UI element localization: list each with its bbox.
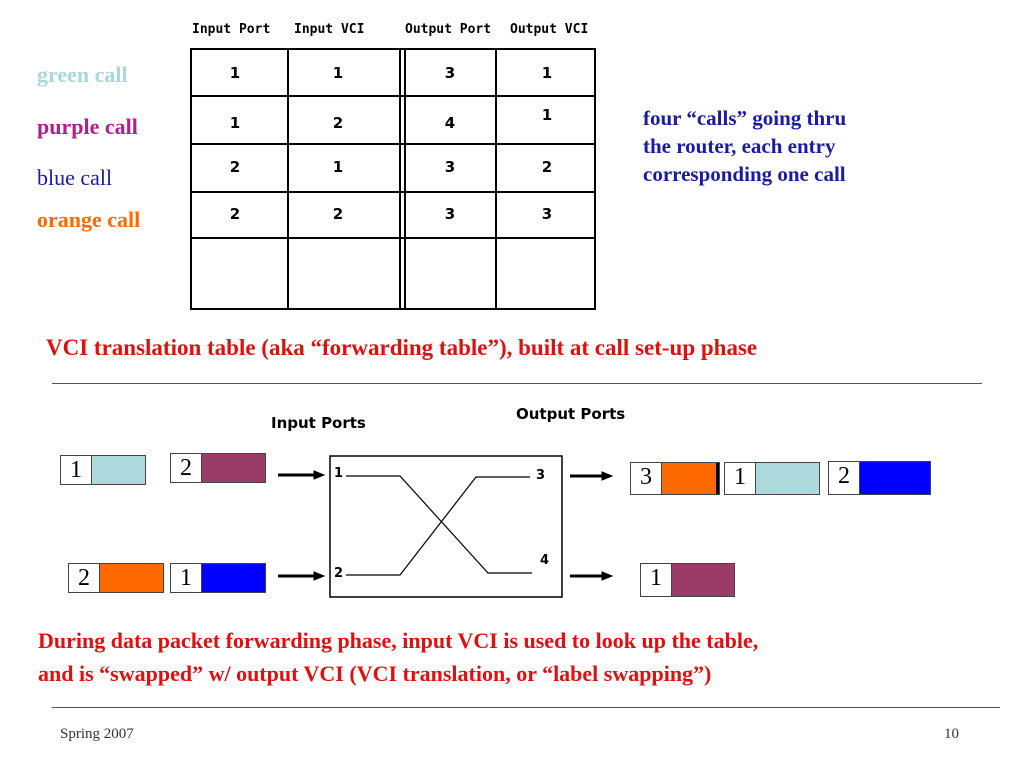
header-input-vci: Input VCI <box>294 22 365 37</box>
packet-body <box>756 463 819 494</box>
header-output-vci: Output VCI <box>510 22 589 37</box>
forwarding-caption-line2: and is “swapped” w/ output VCI (VCI tran… <box>38 661 712 686</box>
table-row-3-output-port: 3 <box>444 158 456 176</box>
output-port-3: 3 <box>536 468 546 483</box>
output-ports-label: Output Ports <box>516 405 626 423</box>
green-call-label: green call <box>37 62 128 87</box>
packet-vci: 1 <box>641 564 672 596</box>
table-caption: VCI translation table (aka “forwarding t… <box>46 335 758 360</box>
packet-body <box>662 463 719 494</box>
footer-date: Spring 2007 <box>60 726 134 742</box>
packet-vci: 2 <box>829 462 860 494</box>
divider-bottom <box>52 707 1000 708</box>
purple-call-label-text: purple call <box>37 114 138 139</box>
packet-vci: 2 <box>171 454 202 482</box>
packet-in-port2-blue: 1 <box>170 563 266 593</box>
input-port-2: 2 <box>334 566 344 581</box>
packet-out-port3-orange: 3 <box>630 462 720 495</box>
header-input-port: Input Port <box>192 22 271 37</box>
orange-call-label: orange call <box>37 207 141 232</box>
switch-fabric <box>278 455 614 598</box>
packet-vci: 1 <box>61 456 92 484</box>
calls-note-line1: four “calls” going thru <box>643 106 847 130</box>
output-port-4: 4 <box>540 553 550 568</box>
input-port-1: 1 <box>334 466 344 481</box>
packet-body <box>92 456 145 484</box>
packet-vci: 2 <box>69 564 100 592</box>
input-ports-label: Input Ports <box>271 414 366 432</box>
packet-body <box>860 462 930 494</box>
purple-call-label: purple call <box>37 114 138 140</box>
table-row-3-output-vci: 2 <box>541 158 553 176</box>
packet-out-port3-green: 1 <box>724 462 820 495</box>
packet-vci: 1 <box>725 463 756 494</box>
calls-note-line3: corresponding one call <box>643 162 846 186</box>
table-row-3-input-port: 2 <box>229 158 241 176</box>
packet-in-port1-purple: 2 <box>170 453 266 483</box>
calls-note: four “calls” going thru the router, each… <box>643 101 846 191</box>
table-row-1-input-vci: 1 <box>332 64 344 82</box>
table-row-4-output-vci: 3 <box>541 205 553 223</box>
table-row-2-output-port: 4 <box>444 114 456 132</box>
table-row-4-output-port: 3 <box>444 205 456 223</box>
packet-in-port2-orange: 2 <box>68 563 164 593</box>
blue-call-label: blue call <box>37 165 113 190</box>
packet-in-port1-green: 1 <box>60 455 146 485</box>
table-row-2-input-vci: 2 <box>332 114 344 132</box>
packet-vci: 3 <box>631 463 662 494</box>
table-grid <box>190 48 596 310</box>
packet-body <box>100 564 163 592</box>
table-row-1-input-port: 1 <box>229 64 241 82</box>
table-row-3-input-vci: 1 <box>332 158 344 176</box>
packet-out-port3-blue: 2 <box>828 461 931 495</box>
table-row-4-input-port: 2 <box>229 205 241 223</box>
packet-out-port4-purple: 1 <box>640 563 735 597</box>
table-row-4-input-vci: 2 <box>332 205 344 223</box>
table-row-1-output-port: 3 <box>444 64 456 82</box>
vci-table: Input Port Input VCI Output Port Output … <box>190 20 600 312</box>
packet-vci: 1 <box>171 564 202 592</box>
divider-top <box>52 383 982 384</box>
table-row-2-output-vci: 1 <box>541 106 553 124</box>
table-row-1-output-vci: 1 <box>541 64 553 82</box>
calls-note-line2: the router, each entry <box>643 134 836 158</box>
footer-page-number: 10 <box>944 726 959 742</box>
table-row-2-input-port: 1 <box>229 114 241 132</box>
packet-body <box>202 454 265 482</box>
forwarding-caption-line1: During data packet forwarding phase, inp… <box>38 628 759 653</box>
header-output-port: Output Port <box>405 22 492 37</box>
packet-body <box>202 564 265 592</box>
forwarding-caption: During data packet forwarding phase, inp… <box>38 624 758 690</box>
packet-body <box>672 564 734 596</box>
